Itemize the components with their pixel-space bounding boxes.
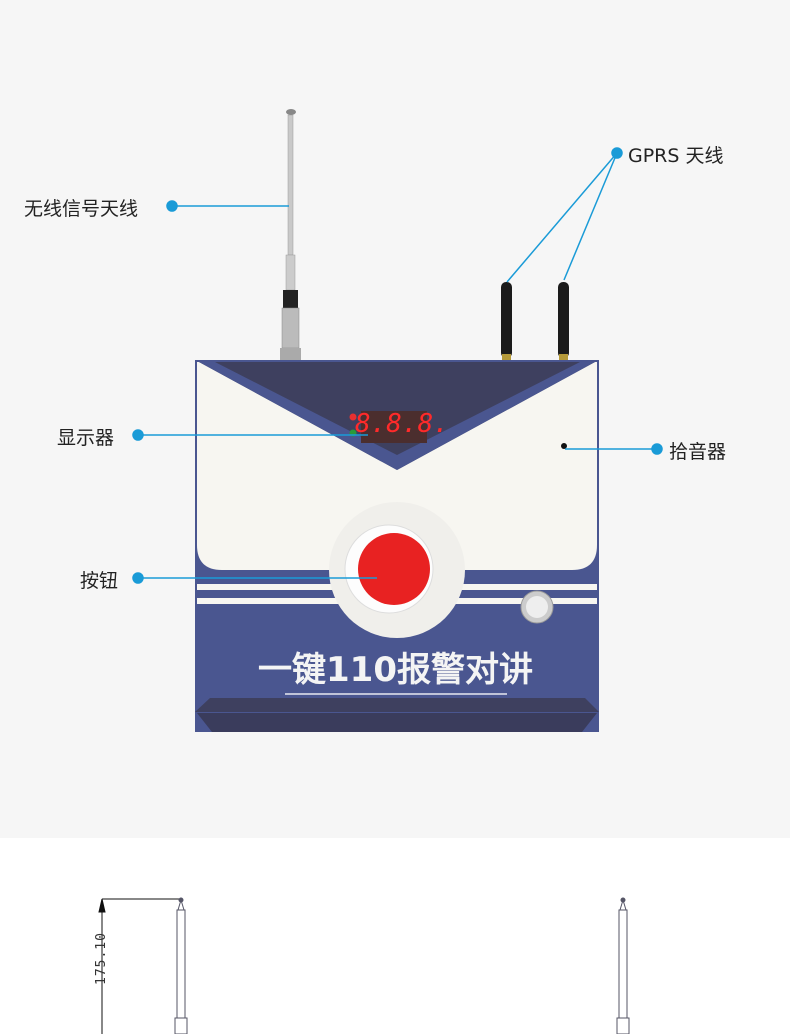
callout-microphone: 拾音器 bbox=[669, 441, 727, 463]
dimension-label: 175.10 bbox=[94, 932, 109, 985]
callout-display: 显示器 bbox=[57, 427, 115, 449]
callout-button: 按钮 bbox=[80, 570, 119, 592]
callout-wireless-antenna: 无线信号天线 bbox=[24, 198, 139, 220]
telescopic-antenna bbox=[280, 109, 301, 362]
antenna-drawing bbox=[98, 897, 630, 1034]
digital-display: 8.8.8. bbox=[355, 409, 449, 439]
gprs-antennas bbox=[501, 282, 569, 360]
panel-title: 一键110报警对讲 bbox=[258, 650, 533, 690]
callout-lines bbox=[132, 147, 663, 584]
device-body bbox=[195, 360, 599, 732]
technical-drawing-area bbox=[0, 838, 790, 1034]
callout-gprs-antenna: GPRS 天线 bbox=[628, 145, 724, 167]
